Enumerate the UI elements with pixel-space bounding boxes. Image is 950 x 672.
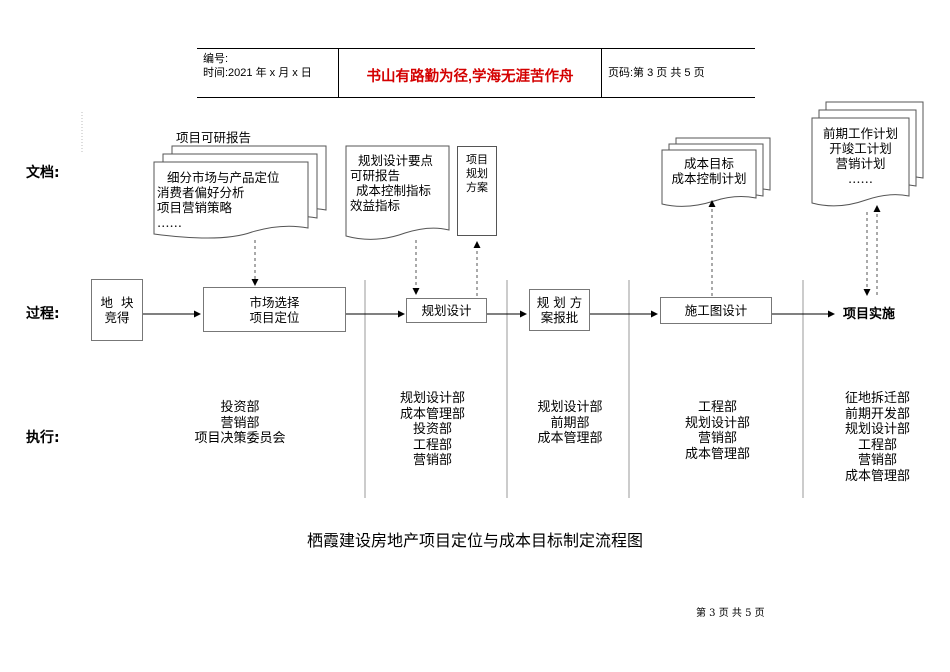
design-points-text: 规划设计要点 可研报告 成本控制指标 效益指标 — [350, 153, 434, 213]
execution-column-3: 规划设计部 前期部 成本管理部 — [537, 400, 603, 446]
approval-box: 规 划 方 案报批 — [529, 289, 590, 331]
execution-column-5: 征地拆迁部 前期开发部 规划设计部 工程部 营销部 成本管理部 — [844, 391, 910, 484]
study-report-text: 细分市场与产品定位 消费者偏好分析 项目营销策略 …… — [157, 170, 280, 230]
plans-text: 前期工作计划 开竣工计划 营销计划 …… — [822, 126, 898, 186]
execution-column-1: 投资部 营销部 项目决策委员会 — [194, 400, 286, 446]
page-number-label: 页码:第 3 页 共 5 页 — [608, 67, 705, 79]
row-label-documents: 文档: — [26, 165, 60, 181]
construction-drawing-box: 施工图设计 — [660, 297, 772, 324]
execution-column-2: 规划设计部 成本管理部 投资部 工程部 营销部 — [399, 391, 465, 468]
motto: 书山有路勤为径,学海无涯苦作舟 — [366, 69, 574, 85]
cost-target-text: 成本目标 成本控制计划 — [671, 156, 747, 186]
page-header: 编号: 时间:2021 年 x 月 x 日 书山有路勤为径,学海无涯苦作舟 页码… — [197, 48, 755, 98]
project-implementation-label: 项目实施 — [843, 306, 896, 321]
study-report-title: 项目可研报告 — [176, 130, 252, 145]
planning-design-box: 规划设计 — [406, 298, 487, 323]
document-number-label: 编号: — [203, 53, 229, 65]
document-time-label: 时间:2021 年 x 月 x 日 — [203, 67, 312, 79]
execution-column-4: 工程部 规划设计部 营销部 成本管理部 — [684, 400, 750, 462]
document-shape — [153, 161, 309, 239]
market-positioning-box: 市场选择 项目定位 — [203, 287, 346, 332]
row-label-execution: 执行: — [26, 430, 60, 446]
figure-caption: 栖霞建设房地产项目定位与成本目标制定流程图 — [306, 533, 643, 550]
land-acquisition-box: 地 块 竞得 — [91, 279, 143, 341]
page-footer: 第 3 页 共 5 页 — [696, 608, 765, 619]
header-divider — [601, 49, 602, 97]
document-shape — [345, 145, 450, 240]
planning-scheme-box: 项目 规划 方案 — [457, 146, 497, 236]
document-shape — [811, 117, 910, 207]
header-divider — [338, 49, 339, 97]
row-label-process: 过程: — [26, 306, 60, 322]
